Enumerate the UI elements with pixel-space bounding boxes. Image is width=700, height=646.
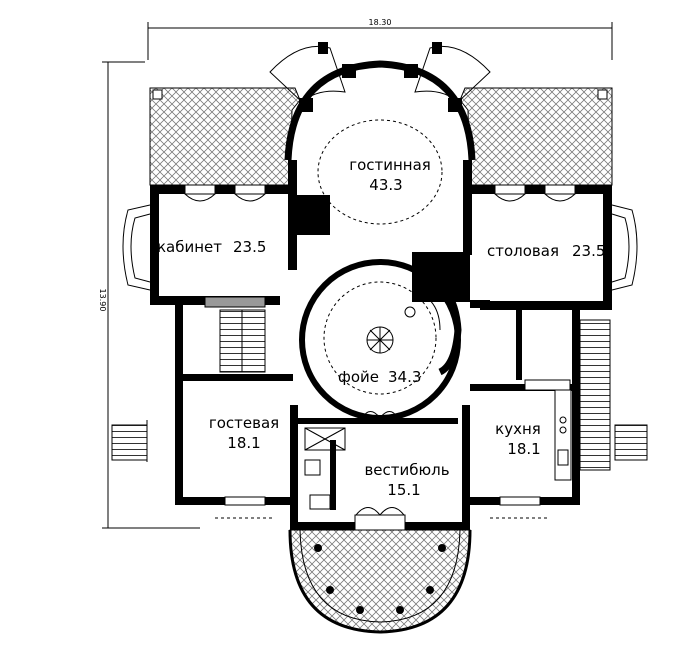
label-guest: гостевая 18.1 bbox=[209, 414, 279, 452]
terrace-top-left bbox=[149, 87, 301, 186]
kitchen-name: кухня bbox=[495, 420, 541, 438]
dining-area: 23.5 bbox=[572, 242, 605, 260]
stairs-right bbox=[579, 319, 648, 471]
width-label: 18.30 bbox=[369, 18, 392, 27]
label-living: гостинная 43.3 bbox=[349, 156, 431, 194]
label-dining: столовая 23.5 bbox=[487, 242, 605, 260]
living-name: гостинная bbox=[349, 156, 431, 174]
foyer-area: 34.3 bbox=[388, 368, 421, 386]
label-vestibule: вестибюль 15.1 bbox=[364, 461, 449, 499]
label-kitchen: кухня 18.1 bbox=[495, 420, 541, 458]
label-foyer: фойе 34.3 bbox=[338, 368, 421, 386]
guest-area: 18.1 bbox=[227, 434, 260, 452]
interior-stairs bbox=[204, 296, 266, 373]
vestibule-name: вестибюль bbox=[364, 461, 449, 479]
study-area: 23.5 bbox=[233, 238, 266, 256]
wing-doors bbox=[184, 184, 576, 202]
bay-window-right bbox=[611, 204, 638, 291]
kitchen-cabinets bbox=[524, 379, 572, 481]
dimension-height: 13.90 bbox=[98, 61, 200, 529]
foyer-rotunda bbox=[299, 259, 462, 421]
kitchen-area: 18.1 bbox=[507, 440, 540, 458]
label-study: кабинет 23.5 bbox=[157, 238, 266, 256]
terrace-top-right bbox=[459, 87, 613, 186]
entry-porch bbox=[288, 529, 472, 634]
dimension-width: 18.30 bbox=[147, 18, 613, 60]
foyer-name: фойе bbox=[338, 368, 379, 386]
living-area: 43.3 bbox=[369, 176, 402, 194]
bathroom bbox=[304, 427, 346, 510]
stairs-left bbox=[111, 420, 148, 462]
bottom-windows bbox=[215, 496, 550, 519]
guest-name: гостевая bbox=[209, 414, 279, 432]
study-name: кабинет bbox=[157, 238, 222, 256]
living-rotunda bbox=[284, 60, 476, 225]
height-label: 13.90 bbox=[98, 289, 107, 312]
bay-window-left bbox=[122, 204, 151, 291]
vestibule-area: 15.1 bbox=[387, 481, 420, 499]
entry-doors bbox=[354, 411, 406, 531]
dining-name: столовая bbox=[487, 242, 559, 260]
